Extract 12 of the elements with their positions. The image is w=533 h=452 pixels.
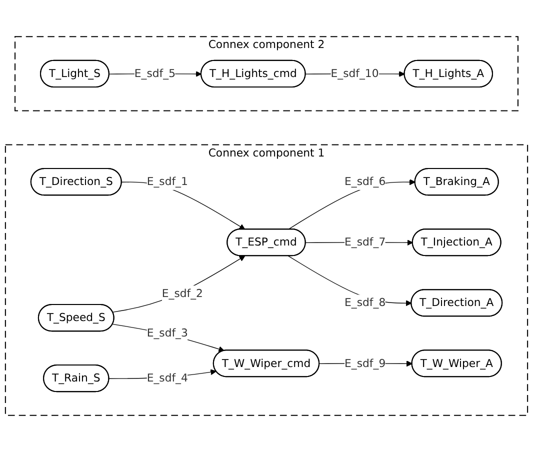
edge-label: E_sdf_1 [146,175,188,188]
arrow [112,256,246,313]
arrow [112,324,224,352]
edge-label: E_sdf_9 [344,356,386,370]
edge-label: E_sdf_8 [344,296,386,309]
edge-label: E_sdf_4 [146,372,188,384]
edge-label: E_sdf_2 [162,286,203,300]
edge-label: E_sdf_3 [146,326,188,340]
edge-label: E_sdf_5 [134,66,176,80]
edge-label: E_sdf_10 [330,66,379,80]
edge-label: E_sdf_6 [344,175,386,188]
edge-label: E_sdf_7 [344,236,386,248]
